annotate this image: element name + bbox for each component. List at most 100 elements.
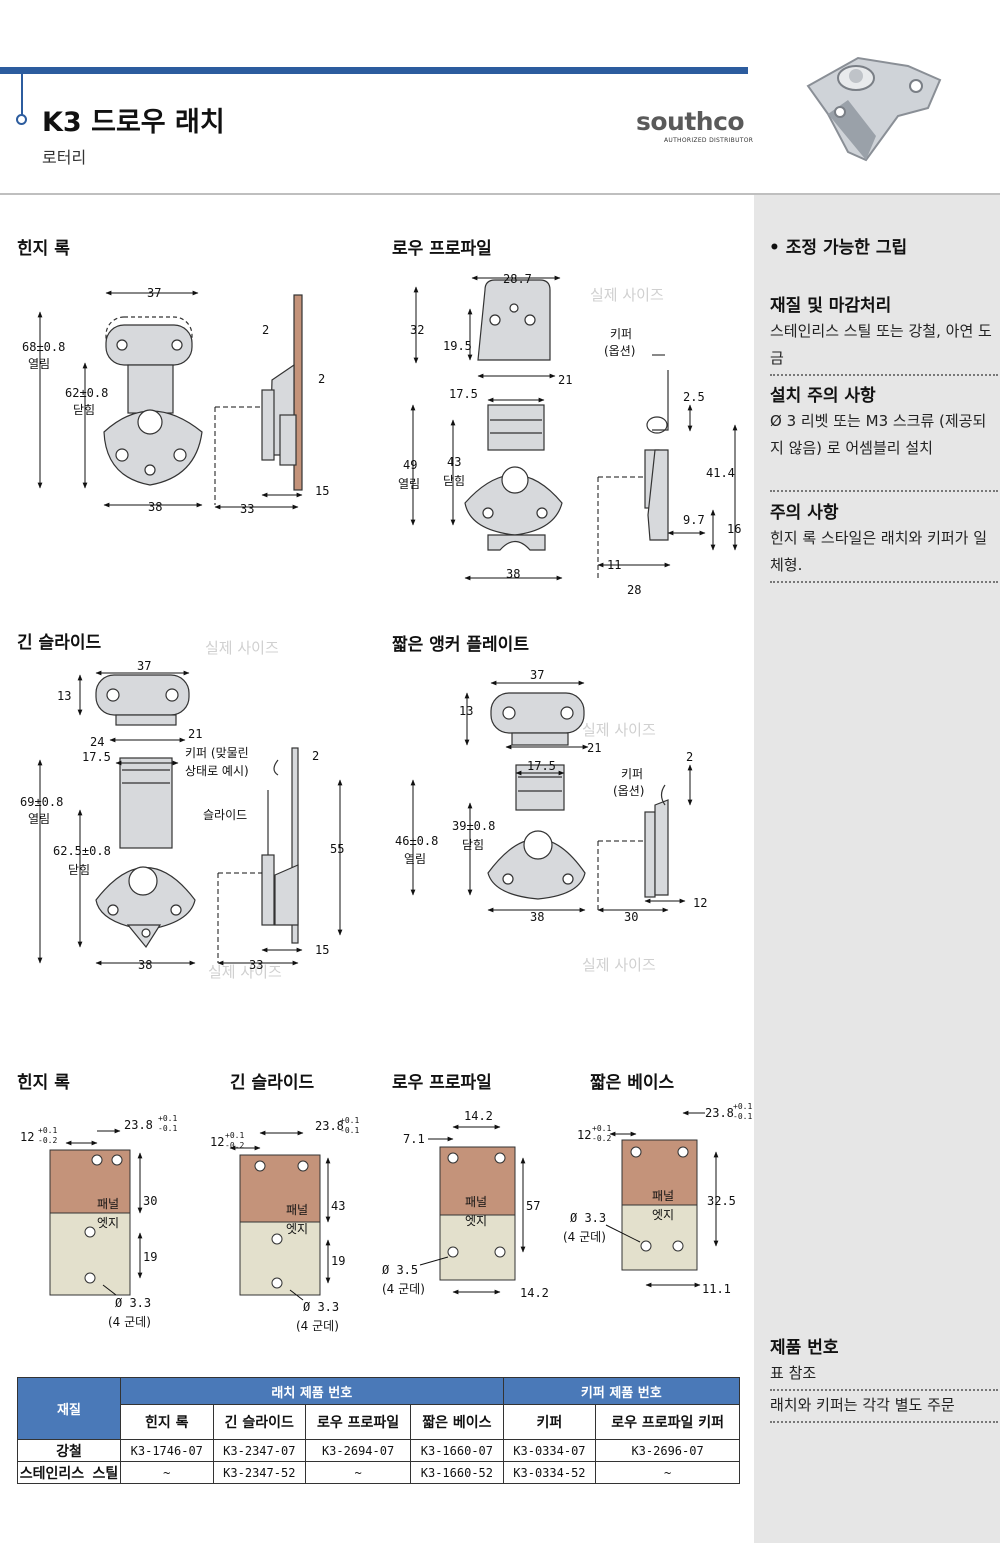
svg-text:38: 38: [530, 910, 544, 924]
svg-text:23.8: 23.8: [705, 1106, 734, 1120]
table-cell: K3-1660-52: [410, 1461, 504, 1484]
page-title: K3 드로우 래치: [42, 107, 225, 138]
hinge-lock-dims: [37, 290, 303, 510]
svg-text:-0.2: -0.2: [592, 1134, 611, 1143]
feature-bullet: • 조정 가능한 그립: [769, 238, 908, 258]
spec-panel: [754, 195, 1000, 1543]
svg-text:2: 2: [686, 750, 693, 764]
table-col-header: 짧은 베이스: [410, 1404, 504, 1440]
svg-text:21: 21: [587, 741, 601, 755]
table-col-header: 키퍼: [502, 1404, 597, 1440]
page-subtitle: 로터리: [42, 148, 87, 167]
svg-text:7.1: 7.1: [403, 1132, 425, 1146]
svg-text:57: 57: [526, 1199, 540, 1213]
svg-text:62±0.8: 62±0.8: [65, 386, 108, 400]
spec-text: 힌지 록 스타일은 래치와 키퍼가 일체형.: [770, 529, 988, 574]
svg-text:+0.1: +0.1: [340, 1116, 359, 1125]
svg-text:+0.1: +0.1: [733, 1102, 752, 1111]
dotted-divider: [770, 1389, 998, 1391]
spec-heading: 제품 번호: [770, 1338, 839, 1358]
svg-text:43: 43: [447, 455, 461, 469]
svg-text:(4 군데): (4 군데): [296, 1319, 339, 1333]
svg-text:엣지: 엣지: [286, 1222, 308, 1236]
svg-text:33: 33: [240, 502, 254, 516]
cutout-low-profile: [439, 1146, 516, 1281]
table-cell: K3-2696-07: [595, 1439, 740, 1462]
watermark: 실제 사이즈: [582, 956, 656, 974]
svg-text:닫힘: 닫힘: [443, 474, 465, 488]
logo-subtext: AUTHORIZED DISTRIBUTOR: [664, 137, 754, 144]
svg-text:열림: 열림: [28, 812, 50, 826]
low-profile-drawing: [464, 279, 669, 551]
cutout-hinge-lock: [49, 1149, 131, 1296]
svg-text:-0.1: -0.1: [340, 1126, 359, 1135]
svg-text:12: 12: [693, 896, 707, 910]
table-col-header: 로우 프로파일 키퍼: [595, 1404, 740, 1440]
svg-text:12: 12: [20, 1130, 34, 1144]
table-cell: K3-1746-07: [120, 1439, 214, 1462]
long-slide-drawing: [95, 674, 299, 949]
svg-text:16: 16: [727, 522, 741, 536]
order-note: 래치와 키퍼는 각각 별도 주문: [770, 1396, 955, 1414]
svg-text:28: 28: [627, 583, 641, 597]
svg-text:24: 24: [90, 735, 104, 749]
cutout-heading-short-base: 짧은 베이스: [590, 1073, 675, 1093]
svg-text:17.5: 17.5: [82, 750, 111, 764]
svg-text:(4 군데): (4 군데): [382, 1282, 425, 1296]
dotted-divider: [770, 490, 998, 492]
table-cell: ~: [120, 1461, 214, 1484]
table-row: 강철 K3-1746-07 K3-2347-07 K3-2694-07 K3-1…: [17, 1439, 740, 1462]
svg-text:-0.1: -0.1: [733, 1112, 752, 1121]
svg-text:-0.2: -0.2: [225, 1141, 244, 1150]
watermark: 실제 사이즈: [582, 721, 656, 739]
svg-text:(옵션): (옵션): [604, 344, 635, 358]
svg-text:+0.1: +0.1: [38, 1126, 57, 1135]
svg-text:Ø 3.3: Ø 3.3: [570, 1211, 606, 1225]
svg-text:Ø 3.3: Ø 3.3: [115, 1296, 151, 1310]
svg-text:9.7: 9.7: [683, 513, 705, 527]
cutout-heading-hinge-lock: 힌지 록: [17, 1073, 70, 1093]
svg-text:19: 19: [143, 1250, 157, 1264]
svg-text:37: 37: [147, 286, 161, 300]
svg-text:23.8: 23.8: [315, 1119, 344, 1133]
svg-text:33: 33: [249, 958, 263, 972]
svg-text:14.2: 14.2: [520, 1286, 549, 1300]
table-cell: ~: [595, 1461, 740, 1484]
short-anchor-drawing: [487, 692, 669, 900]
spec-text: 스테인리스 스틸 또는 강철, 아연 도금: [770, 322, 992, 367]
svg-text:상태로 예시): 상태로 예시): [185, 764, 249, 778]
table-cell: K3-2694-07: [305, 1439, 412, 1462]
technical-drawings: 실제 사이즈 실제 사이즈 실제 사이즈 실제 사이즈 실제 사이즈 37 68…: [20, 272, 752, 1333]
header-divider: [0, 193, 1000, 195]
svg-text:패널: 패널: [286, 1203, 308, 1217]
svg-text:21: 21: [188, 727, 202, 741]
header-accent-line: [21, 74, 23, 116]
section-heading-long-slide: 긴 슬라이드: [17, 633, 102, 653]
svg-text:키퍼 (맞물린: 키퍼 (맞물린: [185, 746, 249, 760]
svg-text:17.5: 17.5: [527, 759, 556, 773]
svg-text:키퍼: 키퍼: [621, 767, 643, 781]
svg-text:68±0.8: 68±0.8: [22, 340, 65, 354]
svg-text:19.5: 19.5: [443, 339, 472, 353]
dotted-divider: [770, 581, 998, 583]
svg-text:11.1: 11.1: [702, 1282, 731, 1296]
part-number-table: 재질 래치 제품 번호 키퍼 제품 번호 힌지 록 긴 슬라이드 로우 프로파일…: [17, 1377, 741, 1484]
table-cell: K3-2347-07: [212, 1439, 307, 1462]
svg-text:엣지: 엣지: [465, 1214, 487, 1228]
svg-text:38: 38: [506, 567, 520, 581]
svg-text:46±0.8: 46±0.8: [395, 834, 438, 848]
spec-heading: 설치 주의 사항: [770, 386, 876, 406]
svg-text:+0.1: +0.1: [225, 1131, 244, 1140]
svg-text:열림: 열림: [404, 852, 426, 866]
svg-text:키퍼: 키퍼: [610, 327, 632, 341]
svg-text:패널: 패널: [97, 1197, 119, 1211]
svg-text:12: 12: [577, 1128, 591, 1142]
svg-text:패널: 패널: [465, 1195, 487, 1209]
svg-text:+0.1: +0.1: [592, 1124, 611, 1133]
table-cell: ~: [305, 1461, 412, 1484]
svg-text:-0.1: -0.1: [158, 1124, 177, 1133]
cutout-long-slide: [239, 1154, 321, 1296]
cutout-heading-long-slide: 긴 슬라이드: [230, 1073, 315, 1093]
table-header-latch: 래치 제품 번호: [120, 1377, 504, 1405]
table-col-header: 힌지 록: [120, 1404, 214, 1440]
